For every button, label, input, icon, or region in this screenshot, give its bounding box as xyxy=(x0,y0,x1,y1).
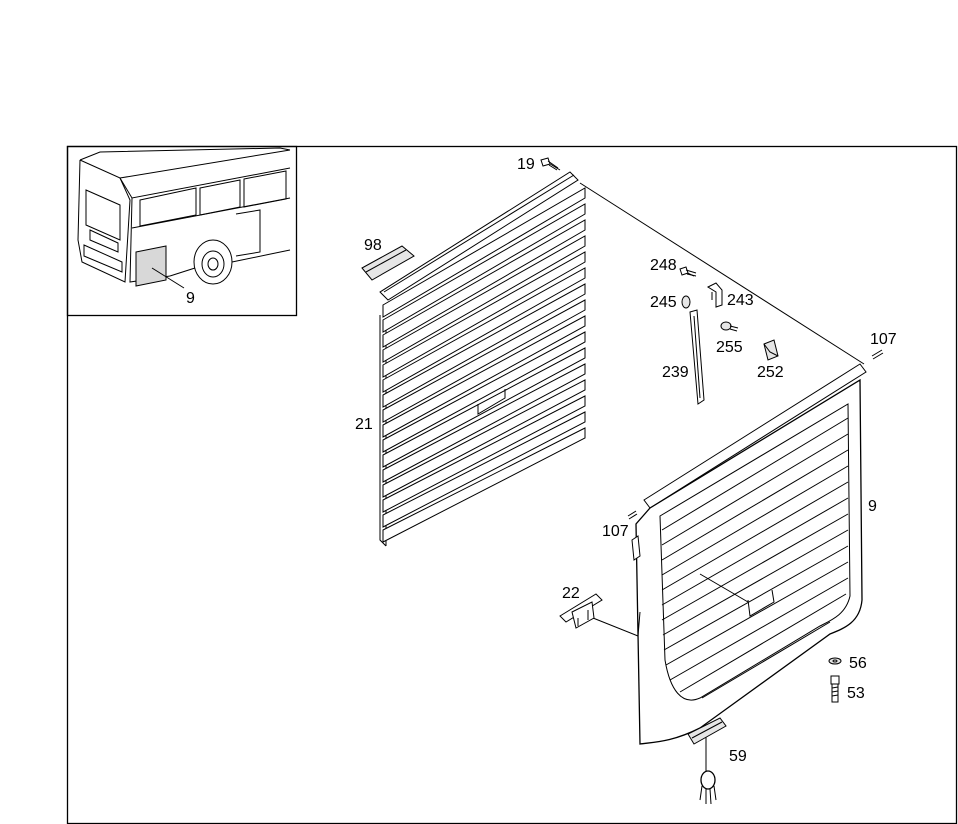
inset-frame xyxy=(66,145,298,317)
bolt-19 xyxy=(540,157,559,171)
callout-21: 21 xyxy=(355,416,373,433)
callout-243: 243 xyxy=(727,292,754,309)
trim-strip-98 xyxy=(361,245,415,281)
panel-21-slats xyxy=(382,187,586,543)
flap-assembly-9 xyxy=(631,363,867,745)
pin-107-left xyxy=(627,510,638,520)
washer-56 xyxy=(828,657,842,665)
callout-59: 59 xyxy=(729,748,747,765)
callout-252: 252 xyxy=(757,364,784,381)
handle-59 xyxy=(687,717,727,805)
bus-outline xyxy=(77,147,291,289)
screw-255 xyxy=(720,321,739,332)
callout-239: 239 xyxy=(662,364,689,381)
callout-255: 255 xyxy=(716,339,743,356)
callout-107-left: 107 xyxy=(602,523,629,540)
vehicle-inset: 9 xyxy=(66,145,298,317)
flap-9-slats xyxy=(661,417,849,699)
callout-9: 9 xyxy=(868,498,877,515)
callout-107-right: 107 xyxy=(870,331,897,348)
pin-107-right xyxy=(871,349,884,360)
strap-239 xyxy=(689,309,705,405)
callout-labels: 19 98 21 248 245 243 255 239 252 107 9 1… xyxy=(355,156,897,765)
callout-98: 98 xyxy=(364,237,382,254)
callout-245: 245 xyxy=(650,294,677,311)
louvered-panel-21 xyxy=(379,171,586,547)
clip-252 xyxy=(763,339,779,361)
callout-19: 19 xyxy=(517,156,535,173)
bracket-243 xyxy=(706,282,723,308)
washer-245 xyxy=(681,295,691,309)
callout-22: 22 xyxy=(562,585,580,602)
callout-53: 53 xyxy=(847,685,865,702)
callout-56: 56 xyxy=(849,655,867,672)
bolt-53 xyxy=(830,675,840,703)
hinge-22 xyxy=(559,593,603,629)
callout-248: 248 xyxy=(650,257,677,274)
inset-callout-9: 9 xyxy=(186,290,195,307)
screw-248 xyxy=(679,266,697,277)
